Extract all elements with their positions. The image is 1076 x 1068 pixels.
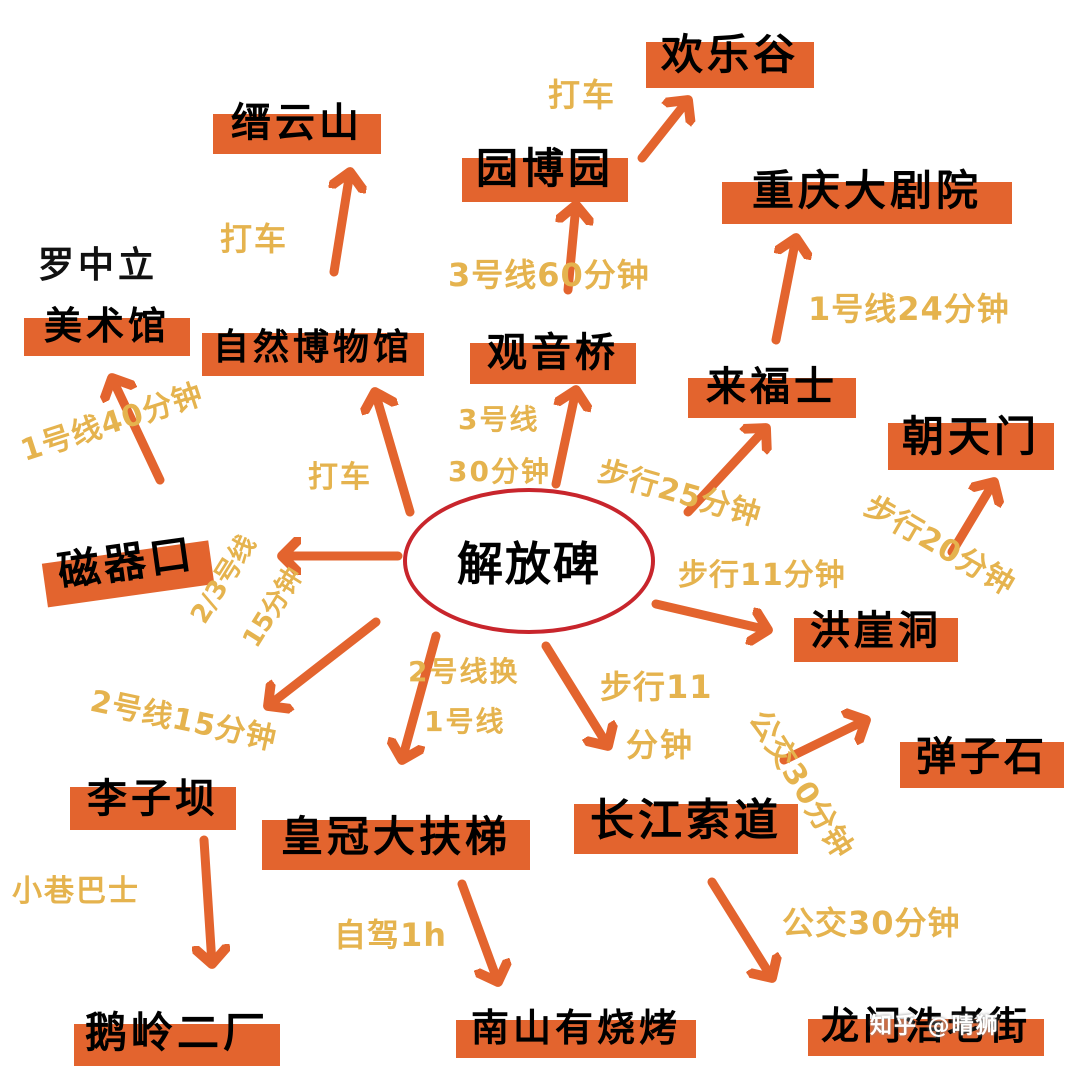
node-yangtze-cableway: 长江索道 [574,770,798,854]
node-label: 龙门浩老街 [820,1004,1031,1048]
node-bar [688,378,856,418]
node-bar [202,332,424,376]
route-label-taxi-huanlegu: 打车 [548,76,617,114]
node-label: 洪崖洞 [810,608,942,654]
node-nanshan-bbq: 南山有烧烤 [456,994,696,1058]
node-label: 皇冠大扶梯 [280,812,511,861]
node-label: 鹅岭二厂 [84,1008,269,1057]
node-bar [70,786,236,830]
node-yuanboyuan: 园博园 [462,128,628,202]
node-hongyadong: 洪崖洞 [794,588,958,662]
node-label: 来福士 [706,364,838,410]
node-bar [462,157,628,202]
arrow-to-art-museum [112,378,165,485]
route-label-walk11-b: 分钟 [626,726,695,764]
arrow-to-chongqing-grand-theatre [771,238,796,345]
node-bar [262,819,530,870]
center-label: 解放碑 [457,537,601,591]
watermark: 知乎 @晴狮 [870,1014,1000,1039]
node-bar [888,423,1054,470]
route-label-walk11-a: 步行11 [600,668,713,706]
arrow-to-huangguan-escalator [402,631,441,760]
arrow-to-guanyinqiao [551,390,576,489]
node-bar [900,742,1064,788]
center-hub-jiefangbei: 解放碑 [403,488,655,634]
node-bar [808,1018,1044,1056]
node-jinyunshan: 缙云山 [213,88,381,154]
arrow-to-nanshan-bbq [457,879,498,982]
node-natural-history-museum: 自然博物馆 [202,304,424,376]
arrow-to-huanlegu [637,100,688,163]
node-label: 观音桥 [487,330,619,376]
node-label: 长江索道 [590,795,782,846]
route-label-line1-24: 1号线24分钟 [808,290,1010,328]
node-liziba: 李子坝 [70,758,236,830]
node-bar [470,343,636,384]
node-chaotianmen: 朝天门 [888,392,1054,470]
node-bar [24,317,190,356]
node-label: 重庆大剧院 [751,166,982,215]
route-label-line3-60: 3号线60分钟 [448,256,650,294]
node-bar [456,1019,696,1058]
route-label-line3-a: 3号线 [458,403,540,436]
route-label-line2-change-a: 2号线换 [408,655,520,688]
node-label: 李子坝 [87,776,219,822]
node-label: 缙云山 [231,100,363,146]
node-bar [213,114,381,154]
node-label: 美术馆 [43,304,170,348]
node-label: 自然博物馆 [212,327,413,368]
arrow-to-liziba [268,617,381,706]
node-label: 弹子石 [916,734,1048,780]
node-guanyinqiao: 观音桥 [470,316,636,384]
route-label-taxi-jinyunshan: 打车 [220,220,289,258]
node-raffles: 来福士 [688,352,856,418]
node-label: 园博园 [475,144,614,193]
art-museum-prefix: 罗中立 [38,245,159,286]
node-huanlegu: 欢乐谷 [646,12,814,88]
arrow-to-danzishi [779,720,866,765]
node-bar [646,42,814,88]
arrow-to-natural-history-museum [375,392,415,517]
arrow-to-yuanboyuan [568,205,576,295]
node-eling-2nd-factory: 鹅岭二厂 [74,996,280,1066]
route-label-drive1h: 自驾1h [334,916,448,954]
arrow-to-eling-2nd-factory [204,835,212,964]
node-label: 朝天门 [901,412,1040,461]
node-danzishi: 弹子石 [900,712,1064,788]
arrow-to-chaotianmen [947,482,994,557]
node-bar [74,1024,280,1066]
node-label: 欢乐谷 [660,30,799,79]
node-art-museum: 美术馆 [24,292,190,356]
arrow-to-hongyadong [651,599,768,630]
arrow-to-raffles [683,428,766,517]
route-label-alley-bus: 小巷巴士 [12,874,140,909]
node-huangguan-escalator: 皇冠大扶梯 [262,786,530,870]
node-bar [794,617,958,662]
arrow-to-jinyunshan [334,172,350,277]
node-label: 南山有烧烤 [470,1006,681,1050]
node-bar [722,182,1012,224]
route-label-bus30-longmenhao: 公交30分钟 [782,904,961,942]
route-label-line3-b: 30分钟 [448,455,551,488]
route-label-walk11-hyd: 步行11分钟 [678,558,846,593]
node-longmenhao: 龙门浩老街 [808,994,1044,1056]
arrow-to-yangtze-cableway [541,641,608,746]
node-chongqing-grand-theatre: 重庆大剧院 [722,154,1012,224]
arrow-to-longmenhao [707,877,772,978]
node-bar [574,803,798,854]
route-label-line2-change-b: 1号线 [424,705,506,738]
route-label-taxi-museum: 打车 [308,460,372,495]
